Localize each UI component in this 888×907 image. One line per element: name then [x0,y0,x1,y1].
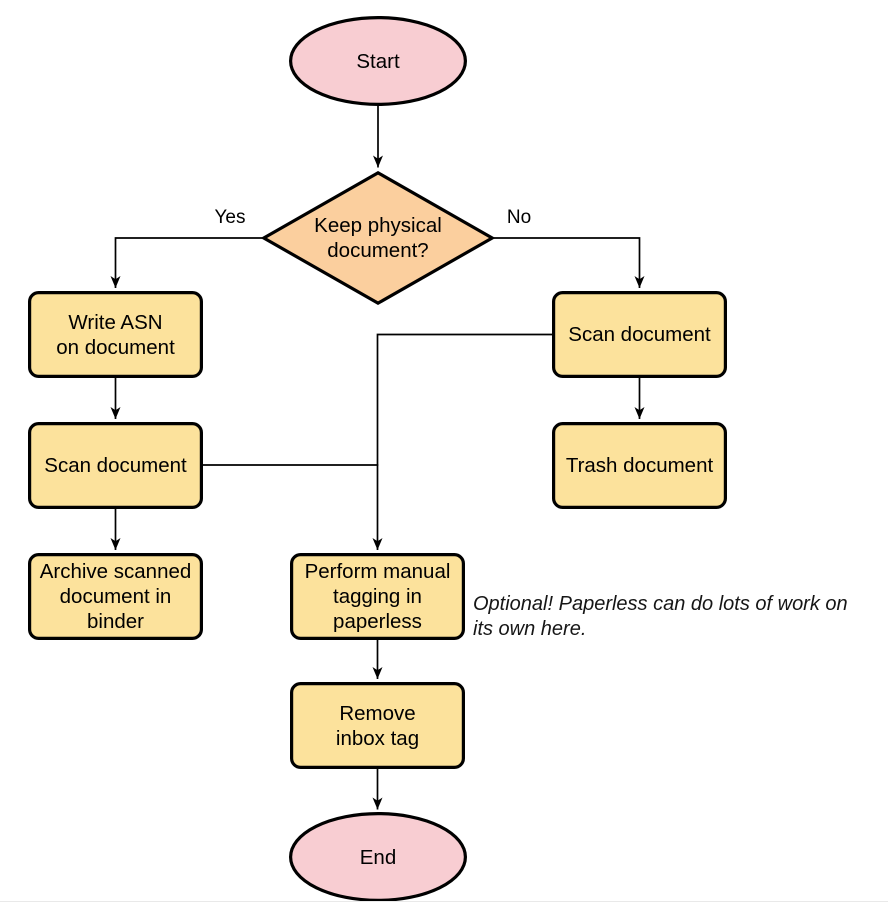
write-asn-node-shape [28,291,204,379]
end-node-shape [289,811,468,902]
edge-scan-right-to-tagging [372,333,553,550]
scan-left-node-shape [28,422,204,510]
scan-right-node-shape [551,291,727,379]
decision-node-shape [260,170,496,306]
trash-node-shape [551,422,727,510]
tagging-node-shape [290,552,466,640]
start-node-shape [289,15,468,107]
edge-decision-no-to-scan-right [494,237,645,288]
edge-decision-yes-to-write-asn [110,237,262,288]
archive-node-shape [28,552,204,640]
remove-inbox-node-shape [290,681,466,769]
optional-note-text: Optional! Paperless can do lots of work … [473,593,848,640]
bottom-separator-line [0,901,888,902]
